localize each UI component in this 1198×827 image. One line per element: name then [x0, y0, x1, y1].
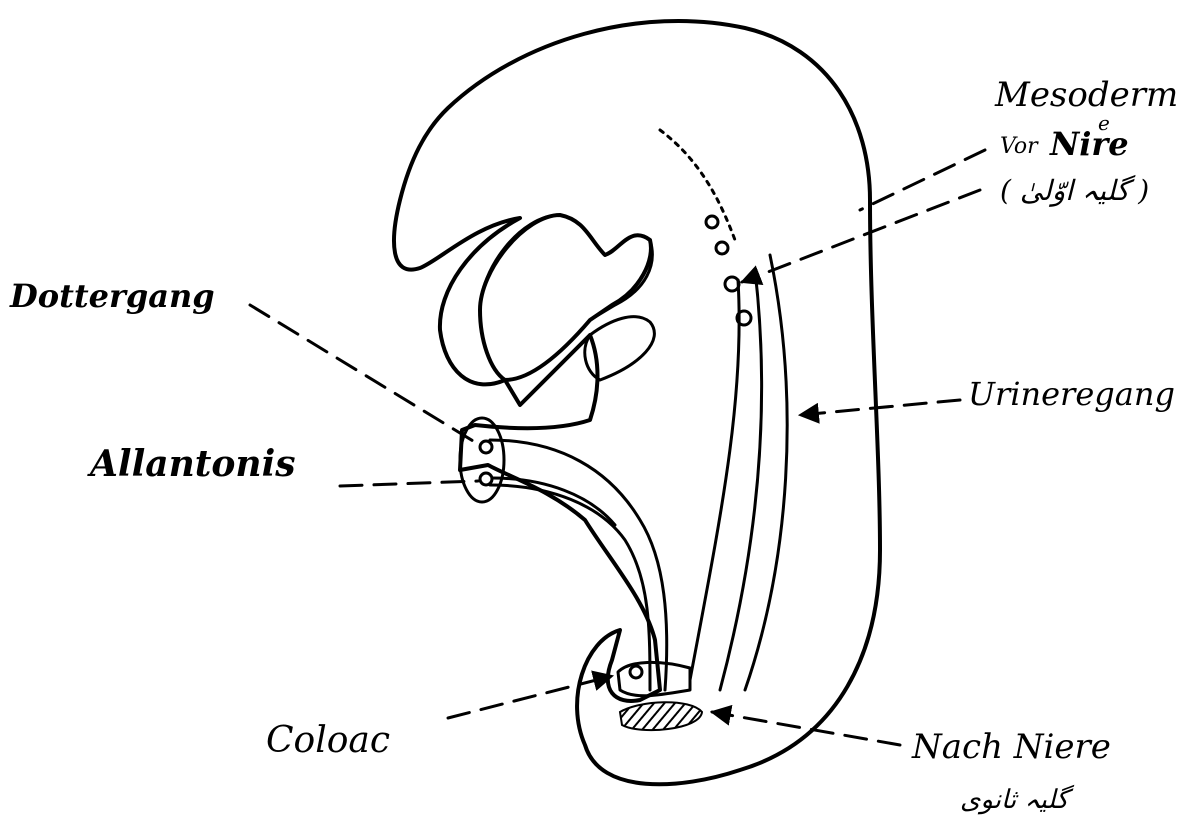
- label-mesoderm: Mesoderm: [994, 75, 1178, 115]
- mesoderm-inner-line: [660, 130, 735, 240]
- vorniere-leader: [742, 190, 980, 282]
- nachniere-leader: [712, 712, 900, 745]
- pronephros-tubule-1: [706, 216, 718, 228]
- label-vorniere-urdu: ( گلیہ اوّلیٰ ): [1000, 174, 1149, 207]
- leader-lines: [250, 150, 985, 745]
- label-vorniere-main: Nire: [1049, 125, 1129, 163]
- dottergang-leader: [250, 305, 478, 444]
- allantonis-leader: [340, 481, 478, 486]
- embryo-body: [394, 21, 880, 784]
- labels: Mesoderm Vor Nire e ( گلیہ اوّلیٰ ) Dott…: [9, 75, 1178, 815]
- embryo-outer-outline: [394, 21, 880, 784]
- label-nachniere-urdu: گلیہ ثانوی: [960, 784, 1075, 815]
- metanephros-hatched: [620, 702, 702, 730]
- label-dottergang: Dottergang: [9, 277, 215, 315]
- label-nachniere: Nach Niere: [911, 727, 1111, 767]
- mesoderm-leader: [860, 150, 985, 210]
- dottergang-opening: [480, 441, 492, 453]
- coloac-leader: [448, 676, 612, 718]
- stalk-end: [460, 418, 504, 502]
- label-coloac: Coloac: [266, 720, 390, 761]
- urineregang-leader: [800, 400, 960, 415]
- pronephros-tubule-2: [716, 242, 728, 254]
- urinary-duct-1: [690, 280, 739, 680]
- label-urineregang: Urineregang: [968, 375, 1175, 413]
- allantois-opening: [480, 473, 492, 485]
- gut-tube-inner: [490, 485, 650, 690]
- yolk-cavity: [480, 215, 652, 380]
- label-allantonis: Allantonis: [87, 443, 296, 485]
- label-vorniere-prefix: Vor: [1000, 134, 1039, 159]
- cloaca-opening: [630, 666, 642, 678]
- label-vorniere-superscript: e: [1098, 111, 1110, 135]
